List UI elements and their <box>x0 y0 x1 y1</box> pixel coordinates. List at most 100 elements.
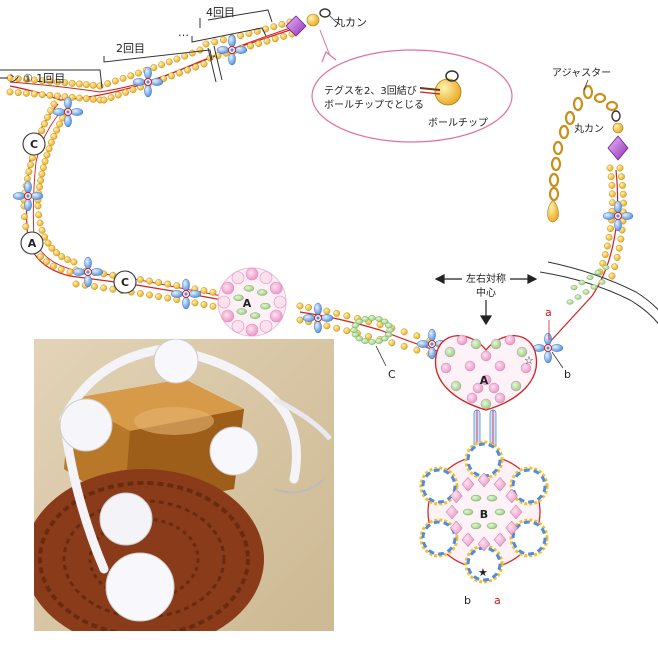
jump-ring-top <box>319 8 331 18</box>
gold-bead <box>211 38 219 46</box>
gold-bead <box>165 58 173 66</box>
gold-bead <box>200 287 208 295</box>
gold-bead <box>38 91 46 99</box>
gold-bead <box>608 190 616 198</box>
heart-motif-label: A <box>480 374 489 387</box>
label-a-red-top: a <box>545 306 552 319</box>
adjuster-chain <box>547 84 629 223</box>
symmetry-arrows <box>434 274 538 326</box>
gold-bead <box>36 219 44 227</box>
gold-bead <box>237 32 245 40</box>
gold-bead <box>136 276 144 283</box>
symmetry-label-1: 左右対称 <box>466 272 506 285</box>
right-green-beads <box>566 264 610 305</box>
blue-flower <box>12 180 44 212</box>
gold-bead <box>607 173 615 181</box>
gold-bead <box>263 37 271 45</box>
circle-label-a: A <box>20 231 44 255</box>
blue-flower <box>302 302 334 334</box>
gold-bead <box>57 266 65 273</box>
blue-flower <box>52 96 84 128</box>
gold-bead <box>70 258 78 266</box>
gold-bead <box>603 242 611 250</box>
gold-bead <box>61 79 69 87</box>
gold-bead <box>45 145 53 153</box>
gold-bead <box>296 316 304 324</box>
purple-bicone-top <box>285 15 307 37</box>
gold-bead <box>50 100 58 108</box>
gold-bead <box>168 72 175 80</box>
gold-bead <box>146 277 153 285</box>
gold-bead <box>255 40 263 48</box>
adjuster-label: アジャスター <box>552 67 611 79</box>
repeat-dots: … <box>178 26 189 39</box>
gold-bead <box>619 190 627 198</box>
gold-bead <box>54 92 61 100</box>
gold-bead <box>41 120 48 128</box>
gold-bead <box>114 91 122 99</box>
gold-bead <box>100 284 108 292</box>
motif-b-label: B <box>480 508 488 521</box>
gold-bead <box>122 88 130 96</box>
gold-bead <box>127 72 135 80</box>
gold-bead <box>618 173 625 181</box>
gold-bead <box>6 74 14 82</box>
gold-bead <box>209 302 217 310</box>
gold-bead <box>72 280 80 288</box>
gold-bead <box>155 293 163 300</box>
gold-bead <box>14 75 22 83</box>
product-photo <box>34 339 334 631</box>
repeat-brackets <box>0 9 273 89</box>
jump-ring-right <box>611 110 621 122</box>
gold-bead <box>43 151 51 159</box>
gold-bead <box>64 256 71 264</box>
motif-b-pendant <box>419 440 549 584</box>
gold-bead <box>38 127 46 135</box>
gold-bead <box>296 302 304 310</box>
gold-bead <box>209 288 217 296</box>
star-outline-mark: ☆ <box>524 354 534 367</box>
gold-bead <box>53 249 60 257</box>
gold-bead <box>400 328 408 336</box>
repeat-label-4: 4回目 <box>206 6 235 19</box>
gold-bead <box>30 76 38 84</box>
gold-bead <box>47 139 55 146</box>
gold-bead <box>25 168 33 176</box>
repeat-label-1: ーン ① 1回目 <box>0 72 65 85</box>
motif-a-left <box>217 267 287 337</box>
gold-bead <box>173 282 181 290</box>
gold-bead <box>400 342 408 350</box>
gold-bead <box>82 95 90 103</box>
gold-bead <box>37 253 45 261</box>
ball-tip-label: ボールチップ <box>428 117 488 129</box>
gold-bead <box>49 262 57 270</box>
gold-bead <box>37 177 45 184</box>
gold-bead <box>38 170 46 178</box>
blue-flower-clusters <box>12 34 634 364</box>
gold-bead <box>39 164 47 172</box>
gold-bead <box>36 183 44 191</box>
gold-bead <box>155 279 163 286</box>
heart-motif-a <box>434 334 538 411</box>
gold-bead <box>50 132 58 140</box>
top-chain <box>9 25 297 101</box>
gold-bead <box>46 77 54 85</box>
label-c: C <box>388 368 396 381</box>
gold-bead <box>27 161 35 169</box>
circle-label-c-top: C <box>22 132 46 156</box>
motif-c-green <box>350 315 394 345</box>
gold-bead <box>44 239 52 247</box>
gold-bead <box>48 244 56 252</box>
gold-bead <box>202 40 210 48</box>
blue-flower <box>532 332 564 364</box>
gold-bead <box>200 301 208 309</box>
gold-bead <box>611 263 619 271</box>
gold-bead <box>44 113 51 121</box>
gold-bead <box>34 202 42 210</box>
gold-bead <box>278 20 286 28</box>
gold-bead <box>608 272 616 280</box>
ball-tip-illustration <box>434 78 462 106</box>
blue-flower <box>72 256 104 288</box>
gold-bead <box>305 304 312 311</box>
